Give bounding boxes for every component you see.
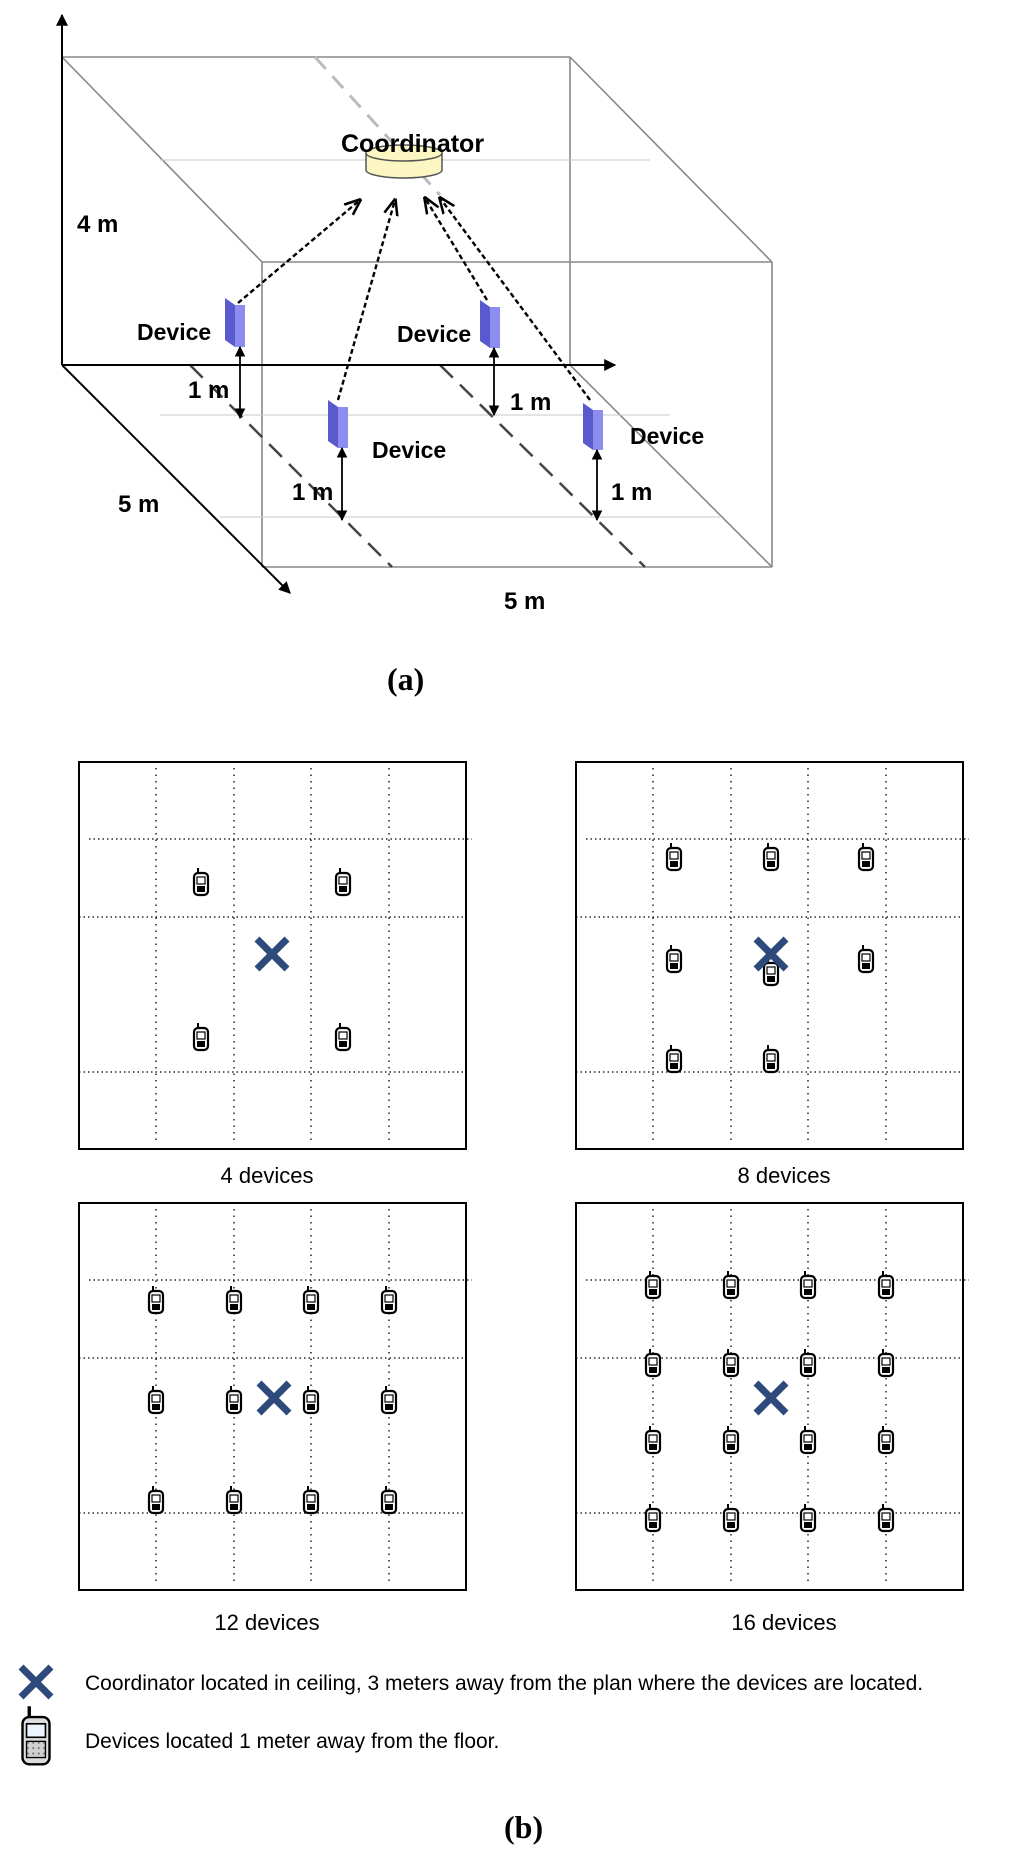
legend-coordinator-text: Coordinator located in ceiling, 3 meters… — [85, 1672, 923, 1695]
device-height-label: 1 m — [510, 389, 551, 416]
floor-plan-panel — [78, 1202, 472, 1591]
floor-plan-panel — [575, 761, 969, 1150]
legend: Coordinator located in ceiling, 3 meters… — [21, 1667, 923, 1766]
panel-caption: 16 devices — [731, 1610, 836, 1635]
link-arrows — [237, 198, 591, 401]
mobile-phone-icon — [21, 1706, 51, 1766]
device-block — [583, 403, 603, 450]
floor-dashed-lines — [189, 364, 646, 568]
depth-label: 5 m — [118, 491, 159, 518]
floor-plan-panel — [575, 1202, 969, 1591]
device-block — [328, 400, 348, 448]
floor-plan-panels — [78, 761, 969, 1591]
height-label: 4 m — [77, 211, 118, 238]
device-height-label: 1 m — [292, 479, 333, 506]
device-height-label: 1 m — [188, 377, 229, 404]
device-blocks — [225, 298, 603, 450]
caption-b: (b) — [504, 1809, 543, 1845]
device-block — [480, 300, 500, 348]
device-label: Device — [630, 423, 704, 449]
device-label: Device — [397, 321, 471, 347]
panel-caption: 4 devices — [221, 1163, 314, 1188]
panel-caption: 12 devices — [214, 1610, 319, 1635]
floor-plan-panel — [78, 761, 472, 1150]
coordinator-x-icon — [21, 1667, 51, 1697]
ceiling-centre-line — [313, 55, 442, 197]
coordinator-label: Coordinator — [341, 130, 484, 158]
caption-a: (a) — [387, 661, 424, 697]
legend-device-text: Devices located 1 meter away from the fl… — [85, 1730, 499, 1753]
device-block — [225, 298, 245, 347]
device-height-label: 1 m — [611, 479, 652, 506]
coordinator-disk — [365, 144, 443, 179]
panel-caption: 8 devices — [738, 1163, 831, 1188]
device-label: Device — [137, 319, 211, 345]
device-label: Device — [372, 437, 446, 463]
axes — [56, 13, 617, 594]
room-3d-diagram: Coordinator — [56, 13, 773, 615]
height-arrows — [234, 345, 603, 522]
width-label: 5 m — [504, 588, 545, 615]
